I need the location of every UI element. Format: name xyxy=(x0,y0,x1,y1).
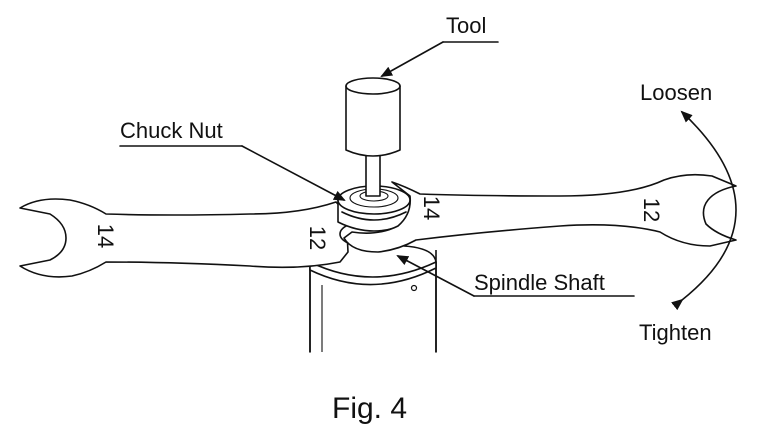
tighten-label: Tighten xyxy=(639,320,712,345)
tool-label: Tool xyxy=(446,13,486,38)
spindle-shaft-label: Spindle Shaft xyxy=(474,270,605,295)
chuck-nut-leader xyxy=(119,145,346,201)
wrench-left-mark-14: 14 xyxy=(93,224,118,248)
figure-caption: Fig. 4 xyxy=(332,392,407,425)
wrench-left xyxy=(19,198,349,278)
tool-bit xyxy=(345,77,401,197)
wrench-right-mark-14: 14 xyxy=(419,196,444,220)
tool-leader xyxy=(380,41,499,77)
rotation-arrow xyxy=(671,110,737,311)
wrench-right xyxy=(343,173,737,253)
chuck-nut-label: Chuck Nut xyxy=(120,118,223,143)
loosen-label: Loosen xyxy=(640,80,712,105)
spindle-body xyxy=(309,243,437,353)
wrench-right-mark-12: 12 xyxy=(639,198,664,222)
wrench-left-mark-12: 12 xyxy=(305,226,330,250)
spindle-shaft-leader xyxy=(396,255,635,297)
